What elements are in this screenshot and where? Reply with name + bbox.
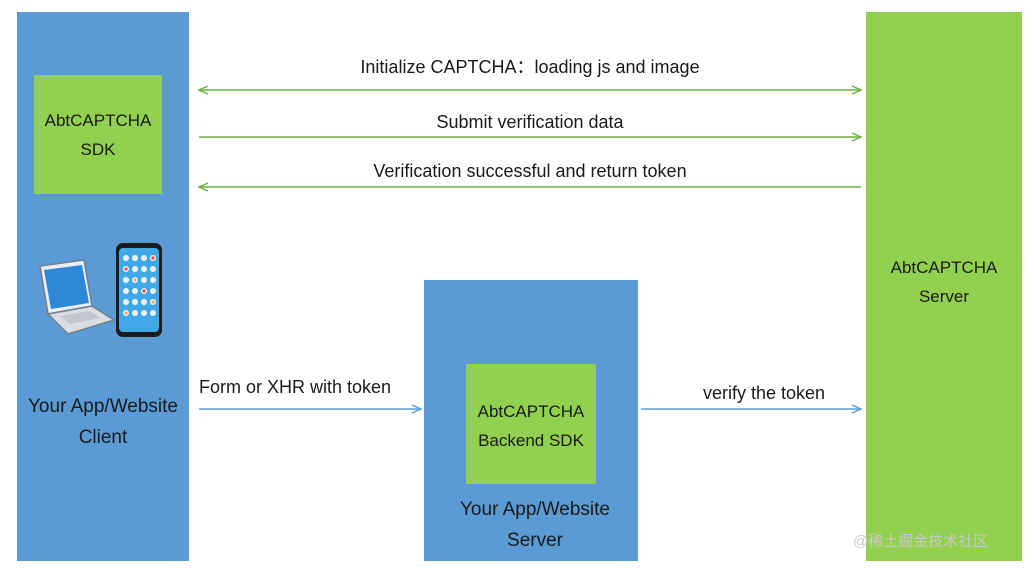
watermark: @稀土掘金技术社区 [853, 533, 989, 550]
server-panel-label: AbtCAPTCHA Server [866, 253, 1022, 311]
client-panel-line2: Client [78, 427, 128, 448]
smartphone-icon [116, 243, 162, 337]
server-panel-line2: Server [918, 287, 970, 306]
backend-sdk-box-label: AbtCAPTCHA Backend SDK [466, 397, 596, 455]
sdk-box-line2: SDK [80, 140, 116, 159]
client-panel-line1: Your App/Website [28, 396, 178, 417]
client-panel-label: Your App/Website Client [17, 391, 189, 453]
backend-sdk-box-line1: AbtCAPTCHA [477, 402, 585, 421]
laptop-icon [39, 259, 116, 335]
server-panel-line1: AbtCAPTCHA [890, 258, 998, 277]
backend-panel-line1: Your App/Website [460, 499, 610, 520]
arrow-success-label: Verification successful and return token [373, 161, 687, 181]
server-panel [866, 12, 1022, 561]
sdk-box-line1: AbtCAPTCHA [44, 111, 152, 130]
arrow-verify-label: verify the token [702, 383, 826, 403]
arrow-init-label: Initialize CAPTCHA：loading js and image [360, 57, 700, 77]
sdk-box-label: AbtCAPTCHA SDK [34, 106, 162, 164]
arrow-submit-label: Submit verification data [436, 112, 624, 132]
backend-sdk-box-line2: Backend SDK [478, 431, 584, 450]
arrow-form-label: Form or XHR with token [199, 377, 392, 397]
backend-panel-line2: Server [507, 530, 563, 551]
backend-panel-label: Your App/Website Server [424, 494, 646, 556]
backend-sdk-box [466, 364, 596, 484]
sdk-box [34, 75, 162, 194]
